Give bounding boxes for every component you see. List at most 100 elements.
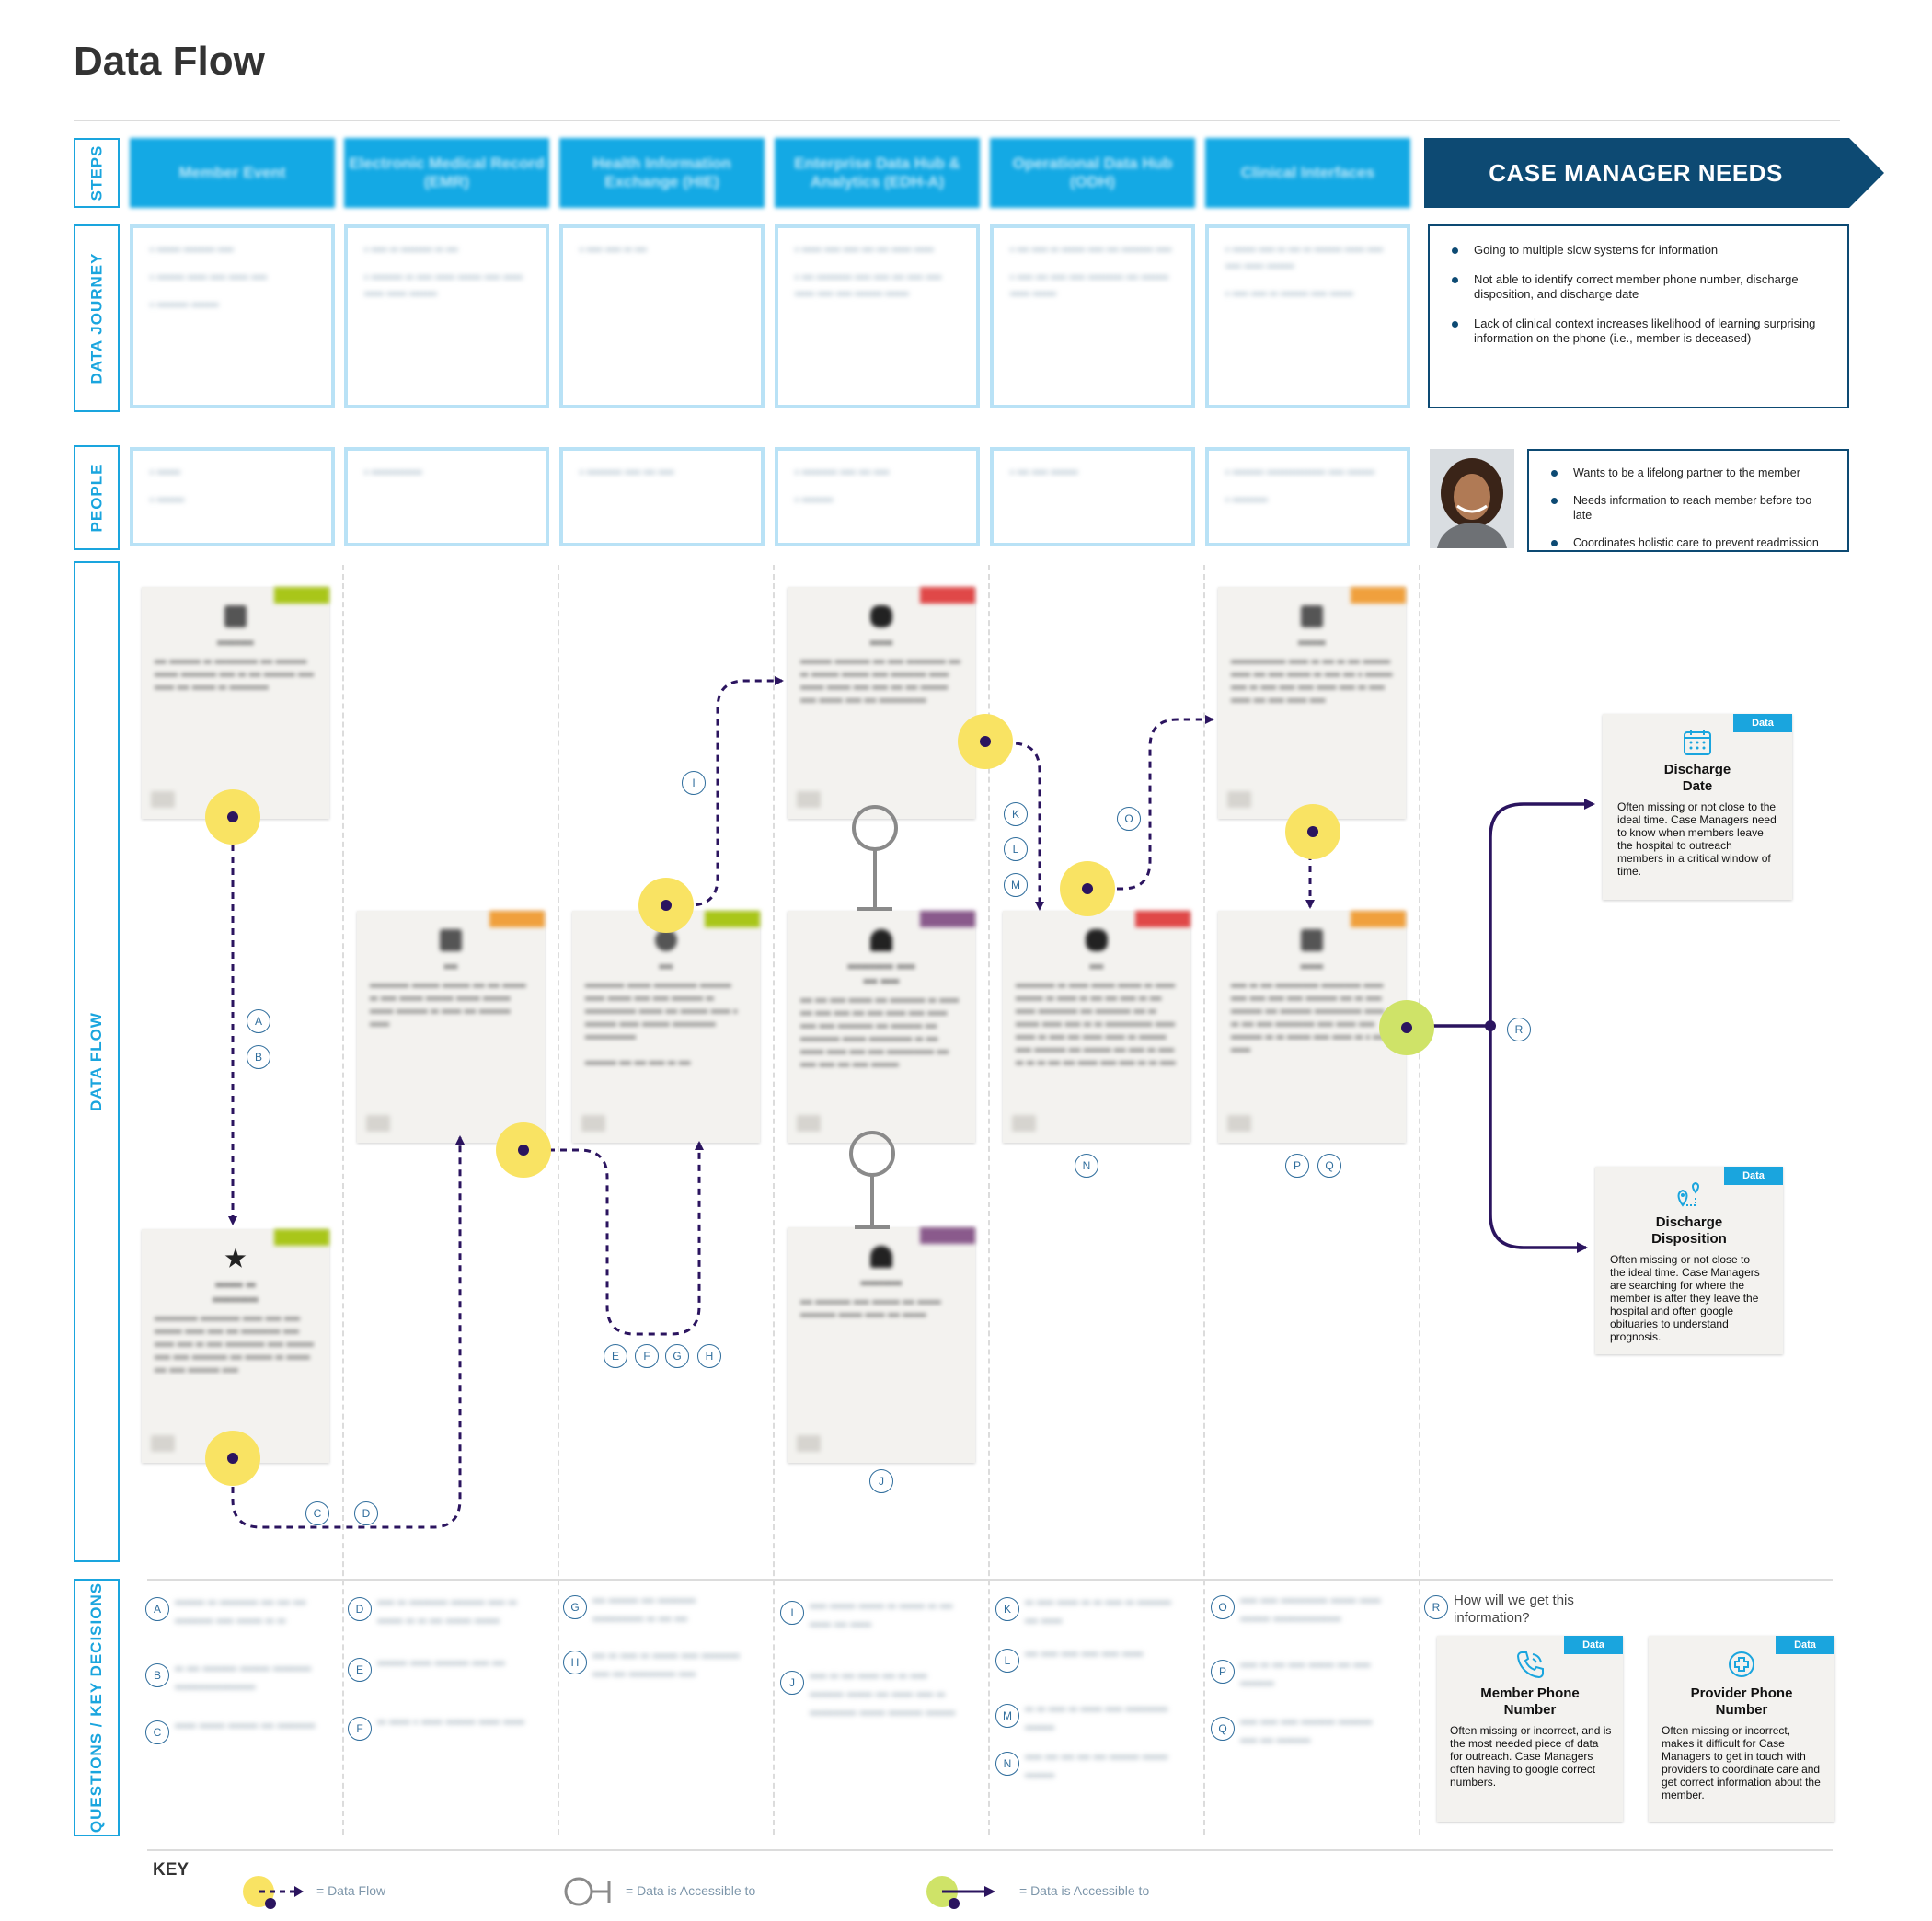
key-dashed-arrow [259, 1886, 304, 1897]
flow-label-g[interactable]: G [665, 1344, 689, 1368]
flow-card-odh: ▪▪▪▪▪▪▪▪▪▪▪▪▪ ▪▪ ▪▪▪▪▪ ▪▪▪▪▪▪ ▪▪▪▪▪▪ ▪▪ … [1003, 911, 1190, 1143]
row-label-steps: STEPS [74, 138, 120, 208]
question-text: ▪▪▪ ▪▪ ▪▪▪▪ ▪▪ ▪▪▪▪▪▪ ▪▪▪▪ ▪▪▪▪▪▪▪▪▪ ▪▪▪… [592, 1649, 740, 1681]
question-label-p[interactable]: P [1211, 1660, 1235, 1684]
flow-label-j[interactable]: J [869, 1469, 893, 1493]
question-text: ▪▪▪ ▪▪▪▪▪▪▪ ▪▪▪ ▪▪▪▪▪▪▪▪▪ ▪▪▪▪▪▪▪▪▪▪▪▪ ▪… [592, 1593, 696, 1626]
question-label-q[interactable]: Q [1211, 1717, 1235, 1741]
question-label-a[interactable]: A [145, 1597, 169, 1621]
flow-label-m[interactable]: M [1004, 873, 1028, 897]
flow-card-member-discharged: ▪▪▪▪▪▪ ▪▪▪▪▪▪▪▪▪▪▪▪▪▪▪▪▪▪▪▪▪▪▪ ▪▪▪▪▪▪▪▪▪… [142, 1229, 329, 1463]
flow-label-c[interactable]: C [305, 1501, 329, 1525]
persona-item: Needs information to reach member before… [1546, 493, 1831, 523]
question-text: ▪▪▪▪ ▪▪▪▪ ▪▪▪▪ ▪▪▪▪▪▪▪▪ ▪▪▪▪▪▪▪▪ ▪▪▪▪ ▪▪… [1240, 1715, 1373, 1747]
data-card-text: Often missing or incorrect, and is the m… [1450, 1724, 1612, 1789]
question-text: ▪▪▪▪▪▪▪ ▪▪▪▪▪ ▪▪▪▪▪▪▪▪ ▪▪▪▪ ▪▪▪ [377, 1656, 505, 1670]
question-text: ▪▪ ▪▪▪▪▪ ▪ ▪▪▪▪▪ ▪▪▪▪▪▪▪ ▪▪▪▪▪ ▪▪▪▪▪ [377, 1715, 524, 1729]
row-label-data-journey: DATA JOURNEY [74, 224, 120, 412]
question-label-e[interactable]: E [348, 1658, 372, 1682]
flow-card-hospital: ▪▪▪▪▪▪▪▪▪▪▪ ▪▪▪▪▪▪▪▪ ▪▪ ▪▪▪▪▪▪▪▪▪▪▪ ▪▪▪ … [142, 587, 329, 819]
key-flow-dot [243, 1876, 276, 1909]
column-divider [1419, 565, 1420, 1835]
flow-card-hie: ▪▪▪▪▪▪▪▪▪▪▪▪▪ ▪▪▪▪▪▪ ▪▪▪▪▪▪▪▪▪▪▪ ▪▪▪▪▪▪▪… [572, 911, 760, 1143]
data-tag: Data [1733, 714, 1792, 732]
question-text: ▪▪▪ ▪▪▪▪ ▪▪▪▪ ▪▪▪▪ ▪▪▪▪ ▪▪▪▪▪ [1025, 1647, 1144, 1661]
data-tag: Data [1724, 1167, 1783, 1185]
data-flow-dot [205, 789, 260, 845]
data-flow-dot [1060, 861, 1115, 916]
key-flow-label: = Data Flow [316, 1883, 386, 1898]
column-divider [558, 565, 559, 1835]
flow-label-b[interactable]: B [247, 1045, 270, 1069]
flow-label-e[interactable]: E [604, 1344, 627, 1368]
row-label-questions: QUESTIONS / KEY DECISIONS [74, 1579, 120, 1836]
question-text: ▪▪▪▪ ▪▪▪▪ ▪▪▪▪▪▪▪▪▪▪▪ ▪▪▪▪▪▪ ▪▪▪▪▪ ▪▪▪▪▪… [1240, 1593, 1381, 1626]
question-text: ▪▪▪▪▪ ▪▪▪▪▪▪ ▪▪▪▪▪▪▪ ▪▪▪ ▪▪▪▪▪▪▪▪▪ [175, 1719, 316, 1732]
calendar-icon [1684, 730, 1711, 755]
people-cell-emr: ▪ ▪▪▪▪▪▪▪▪▪▪▪▪▪ [344, 447, 549, 546]
step-emr: Electronic Medical Record (EMR) [344, 138, 549, 208]
flow-label-n[interactable]: N [1075, 1154, 1098, 1178]
question-label-o[interactable]: O [1211, 1595, 1235, 1619]
question-label-k[interactable]: K [995, 1597, 1019, 1621]
data-card-text: Often missing or not close to the ideal … [1617, 800, 1777, 878]
question-text: ▪▪▪▪ ▪▪▪ ▪▪▪ ▪▪▪ ▪▪▪ ▪▪▪▪▪▪▪ ▪▪▪▪▪▪ ▪▪▪▪… [1025, 1750, 1168, 1782]
flow-label-l[interactable]: L [1004, 837, 1028, 861]
journey-cell-edh-a: ▪ ▪▪▪▪▪ ▪▪▪▪ ▪▪▪▪ ▪▪▪ ▪▪▪ ▪▪▪▪▪ ▪▪▪▪▪▪ ▪… [775, 224, 980, 408]
data-tag: Data [1776, 1636, 1834, 1654]
key-accessible-green-label: = Data is Accessible to [1019, 1883, 1150, 1898]
column-divider [1203, 565, 1205, 1835]
flow-label-q[interactable]: Q [1317, 1154, 1341, 1178]
flow-label-a[interactable]: A [247, 1009, 270, 1033]
flow-label-o[interactable]: O [1117, 807, 1141, 831]
flow-label-d[interactable]: D [354, 1501, 378, 1525]
flow-label-h[interactable]: H [697, 1344, 721, 1368]
question-label-h[interactable]: H [563, 1651, 587, 1674]
data-flow-dot [638, 878, 694, 933]
question-label-f[interactable]: F [348, 1717, 372, 1741]
data-accessible-dot [1379, 1000, 1434, 1055]
journey-cell-odh: ▪ ▪▪▪ ▪▪▪▪ ▪▪ ▪▪▪▪▪▪ ▪▪▪▪ ▪▪▪ ▪▪▪▪▪▪▪▪ ▪… [990, 224, 1195, 408]
question-label-m[interactable]: M [995, 1704, 1019, 1728]
flow-label-f[interactable]: F [635, 1344, 659, 1368]
question-text: ▪▪▪▪ ▪▪ ▪▪▪ ▪▪▪▪ ▪▪▪▪▪▪ ▪▪▪ ▪▪▪▪ ▪▪▪▪▪▪▪… [1240, 1658, 1371, 1690]
question-text: ▪▪ ▪▪▪ ▪▪▪▪▪▪▪▪ ▪▪▪▪▪▪▪ ▪▪▪▪▪▪▪▪▪ ▪▪▪▪▪▪… [175, 1662, 312, 1694]
question-label-n[interactable]: N [995, 1752, 1019, 1776]
flow-label-p[interactable]: P [1285, 1154, 1309, 1178]
question-label-b[interactable]: B [145, 1663, 169, 1687]
flow-label-i[interactable]: I [682, 771, 706, 795]
key-divider [147, 1849, 1833, 1851]
data-flow-dot [1285, 804, 1340, 859]
journey-cell-hie: ▪ ▪▪▪▪ ▪▪▪▪ ▪▪ ▪▪▪ [559, 224, 765, 408]
data-card-text: Often missing or not close to the ideal … [1610, 1253, 1760, 1343]
persona-box: Wants to be a lifelong partner to the me… [1527, 449, 1849, 552]
case-manager-needs-box: Going to multiple slow systems for infor… [1428, 224, 1849, 408]
flow-label-k[interactable]: K [1004, 802, 1028, 826]
question-text: ▪▪▪▪ ▪▪ ▪▪▪▪▪▪▪▪▪ ▪▪▪▪▪▪▪▪ ▪▪▪▪ ▪▪ ▪▪▪▪▪… [377, 1595, 517, 1628]
medical-phone-icon [1729, 1651, 1754, 1677]
flow-card-edh-a: ▪▪▪▪▪▪▪▪▪▪▪▪▪ ▪▪▪▪▪▪▪▪▪ ▪▪▪ ▪▪▪▪ ▪▪▪▪▪▪▪… [788, 587, 975, 819]
question-label-g[interactable]: G [563, 1595, 587, 1619]
column-divider [773, 565, 775, 1835]
question-label-j[interactable]: J [780, 1671, 804, 1695]
question-label-c[interactable]: C [145, 1720, 169, 1744]
flow-card-edh-team: ▪▪▪▪▪▪▪▪▪▪ ▪▪▪▪▪▪▪ ▪▪▪▪▪▪▪ ▪▪▪ ▪▪▪▪ ▪▪▪▪… [788, 911, 975, 1143]
key-solid-arrow [942, 1886, 995, 1897]
question-label-i[interactable]: I [780, 1601, 804, 1625]
need-item: Lack of clinical context increases likel… [1446, 316, 1831, 346]
question-label-r[interactable]: R [1424, 1595, 1448, 1619]
people-cell-clinical: ▪ ▪▪▪▪▪▪▪▪ ▪▪▪▪▪▪▪▪▪▪▪▪▪▪▪ ▪▪▪▪ ▪▪▪▪▪▪▪▪… [1205, 447, 1410, 546]
key-accessible-grey-icon [564, 1877, 611, 1906]
persona-photo [1430, 449, 1514, 548]
location-icon [1677, 1181, 1699, 1207]
key-title: KEY [153, 1860, 190, 1880]
question-label-d[interactable]: D [348, 1597, 372, 1621]
question-text: ▪▪ ▪▪▪▪ ▪▪▪▪▪ ▪▪ ▪▪ ▪▪▪▪ ▪▪ ▪▪▪▪▪▪▪▪ ▪▪▪… [1025, 1595, 1171, 1628]
flow-label-r[interactable]: R [1507, 1018, 1531, 1041]
question-label-l[interactable]: L [995, 1649, 1019, 1673]
